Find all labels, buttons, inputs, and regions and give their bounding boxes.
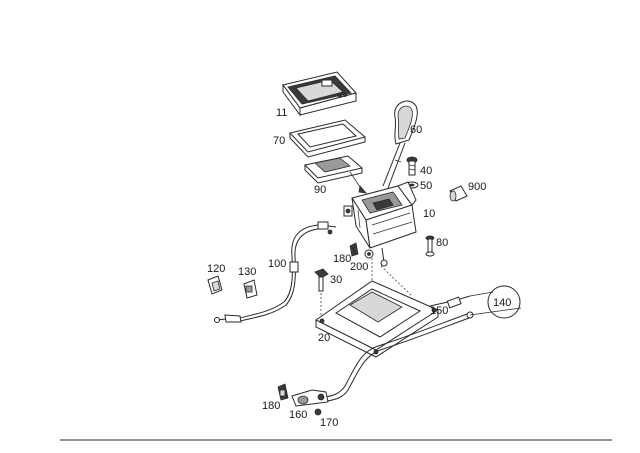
label-100: 100 (268, 258, 286, 270)
part-900-bushing (449, 185, 468, 202)
part-40-screw (406, 156, 418, 176)
label-11: 11 (276, 107, 287, 119)
label-150: 150 (430, 305, 448, 317)
part-30-bolt (314, 268, 329, 292)
label-50: 50 (420, 180, 432, 192)
label-130: 130 (238, 266, 256, 278)
label-10: 10 (423, 208, 435, 220)
part-100-cable (214, 221, 337, 323)
part-180-clip-lower (277, 383, 289, 401)
label-900: 900 (468, 181, 486, 193)
part-90-insert (303, 155, 364, 184)
part-20-console-base (315, 280, 440, 358)
label-120: 120 (207, 263, 225, 275)
label-140: 140 (493, 297, 511, 309)
label-30: 30 (330, 274, 342, 286)
label-170: 170 (320, 417, 338, 429)
part-170-nut (314, 408, 322, 416)
label-200: 200 (350, 261, 368, 273)
label-180-lower: 180 (262, 400, 280, 412)
part-60-shift-knob (382, 100, 418, 189)
label-90: 90 (314, 184, 326, 196)
label-60: 60 (410, 124, 422, 136)
label-40: 40 (420, 165, 432, 177)
label-70: 70 (273, 135, 285, 147)
part-120-bracket (207, 275, 223, 295)
label-80: 80 (436, 237, 448, 249)
label-20: 20 (318, 332, 330, 344)
part-11-trim-frame (282, 71, 357, 117)
part-70-bezel (289, 119, 367, 158)
callout-140-circle (487, 285, 521, 319)
part-200-nut (364, 249, 374, 259)
label-160: 160 (289, 409, 307, 421)
part-80-bolt (425, 235, 435, 257)
part-160-ball-socket (291, 389, 329, 407)
part-10-shifter-housing (343, 181, 417, 267)
part-180-clip-upper (349, 242, 359, 257)
label-180-upper: 180 (333, 253, 351, 265)
part-130-bracket (243, 279, 258, 299)
